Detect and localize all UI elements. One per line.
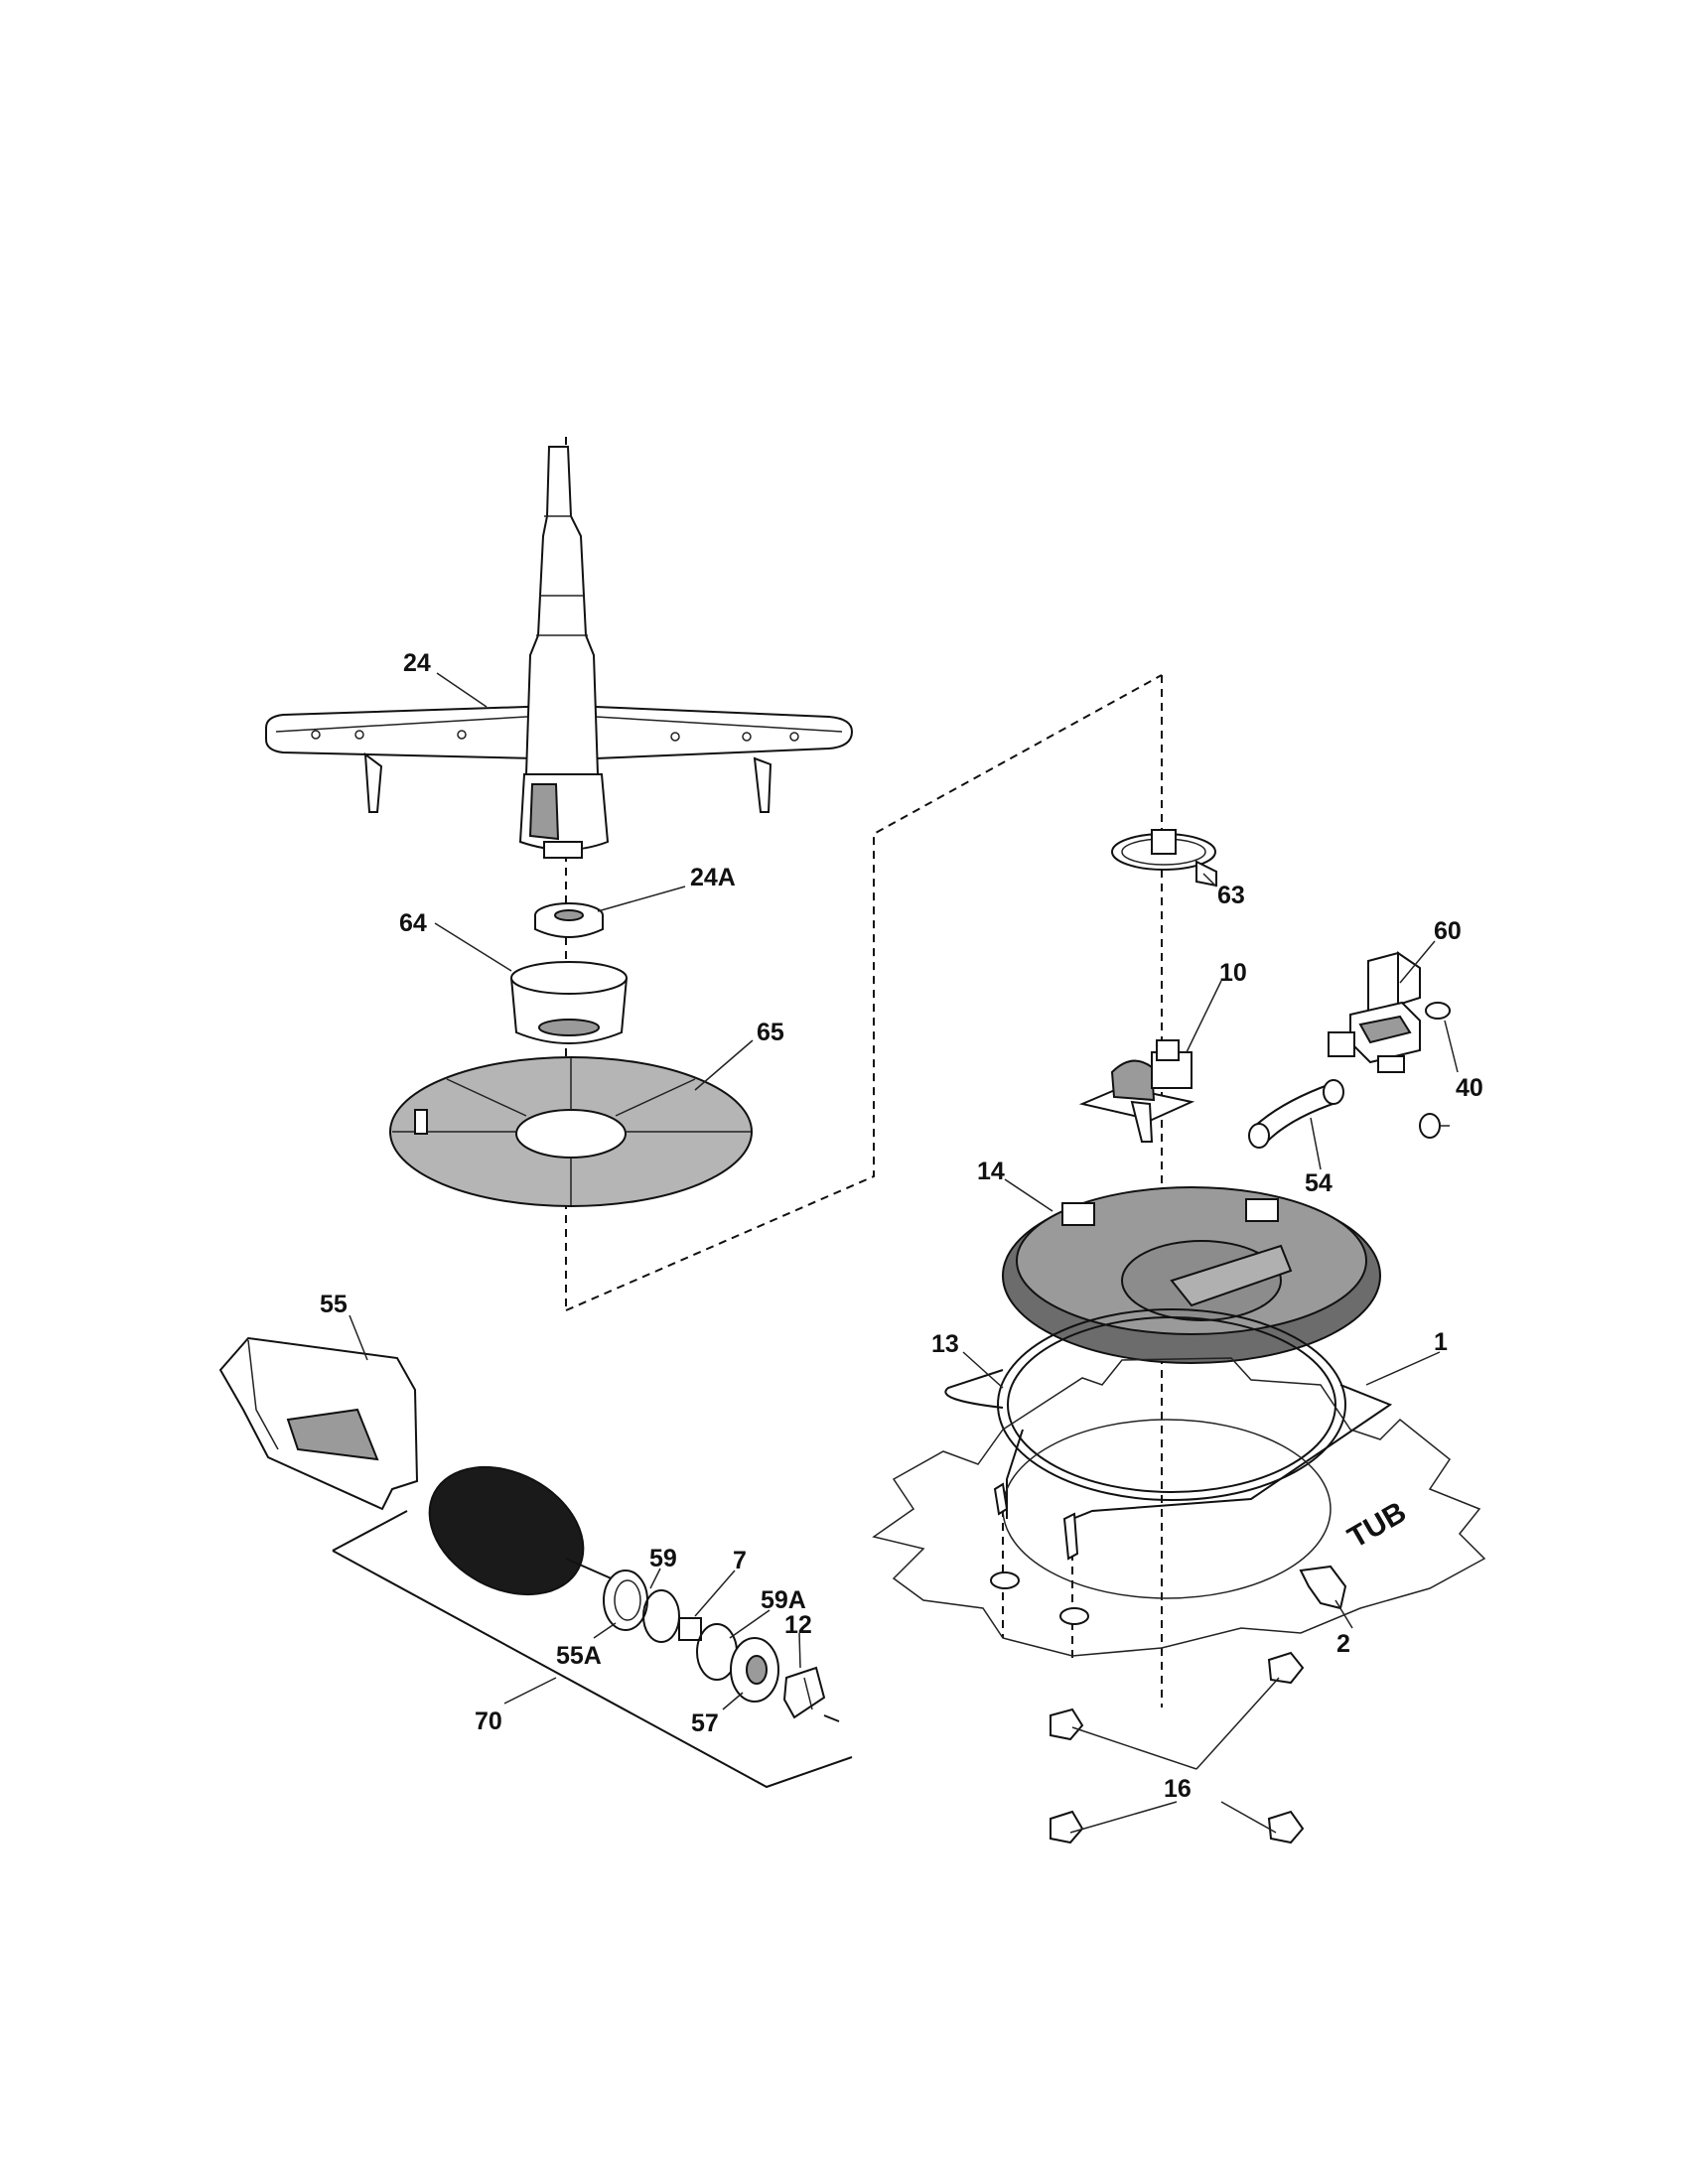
housing-part-10 bbox=[1078, 1039, 1195, 1143]
label-60: 60 bbox=[1434, 917, 1462, 945]
label-55a: 55A bbox=[556, 1642, 602, 1670]
label-64: 64 bbox=[399, 909, 427, 937]
filter-cup-part-64 bbox=[510, 961, 628, 1044]
pump-components bbox=[603, 1570, 840, 1722]
leader-lines bbox=[332, 672, 1459, 1834]
label-24a: 24A bbox=[690, 864, 736, 891]
label-7: 7 bbox=[733, 1547, 747, 1574]
filter-screen-part-65 bbox=[389, 1056, 753, 1207]
motor-bracket-part-55 bbox=[218, 1336, 419, 1511]
motor-part-70 bbox=[428, 1465, 617, 1596]
label-12: 12 bbox=[784, 1611, 812, 1639]
label-13: 13 bbox=[931, 1330, 959, 1358]
label-2: 2 bbox=[1336, 1630, 1350, 1658]
label-57: 57 bbox=[691, 1709, 719, 1737]
label-59a: 59A bbox=[761, 1586, 806, 1614]
label-63: 63 bbox=[1217, 882, 1245, 909]
label-1: 1 bbox=[1434, 1328, 1448, 1356]
hose-part-54 bbox=[1248, 1079, 1344, 1149]
tub-label: TUB bbox=[1342, 1496, 1412, 1555]
bracket-part-2 bbox=[1299, 1565, 1347, 1610]
label-16: 16 bbox=[1164, 1775, 1192, 1803]
part-labels: 24 24A 64 65 63 10 60 40 54 14 13 1 55 5… bbox=[320, 649, 1483, 1803]
sump-part-14 bbox=[1002, 1186, 1381, 1364]
label-40: 40 bbox=[1456, 1074, 1483, 1102]
label-14: 14 bbox=[977, 1158, 1005, 1185]
label-65: 65 bbox=[757, 1019, 784, 1046]
label-70: 70 bbox=[475, 1707, 502, 1735]
label-59: 59 bbox=[649, 1545, 677, 1572]
label-10: 10 bbox=[1219, 959, 1247, 987]
gasket-and-heater-parts-13-1 bbox=[944, 1308, 1393, 1520]
label-24: 24 bbox=[403, 649, 431, 677]
nuts-part-16 bbox=[1050, 1651, 1305, 1844]
clamp-part-40 bbox=[1419, 1002, 1451, 1139]
label-55: 55 bbox=[320, 1291, 348, 1318]
heater-terminals bbox=[990, 1482, 1089, 1625]
water-valve-part-60 bbox=[1328, 951, 1421, 1073]
label-54: 54 bbox=[1305, 1169, 1333, 1197]
bearing-ring-part-24a bbox=[534, 902, 604, 938]
wheel-part-63 bbox=[1111, 829, 1217, 887]
spray-arm-part-24 bbox=[265, 446, 854, 859]
